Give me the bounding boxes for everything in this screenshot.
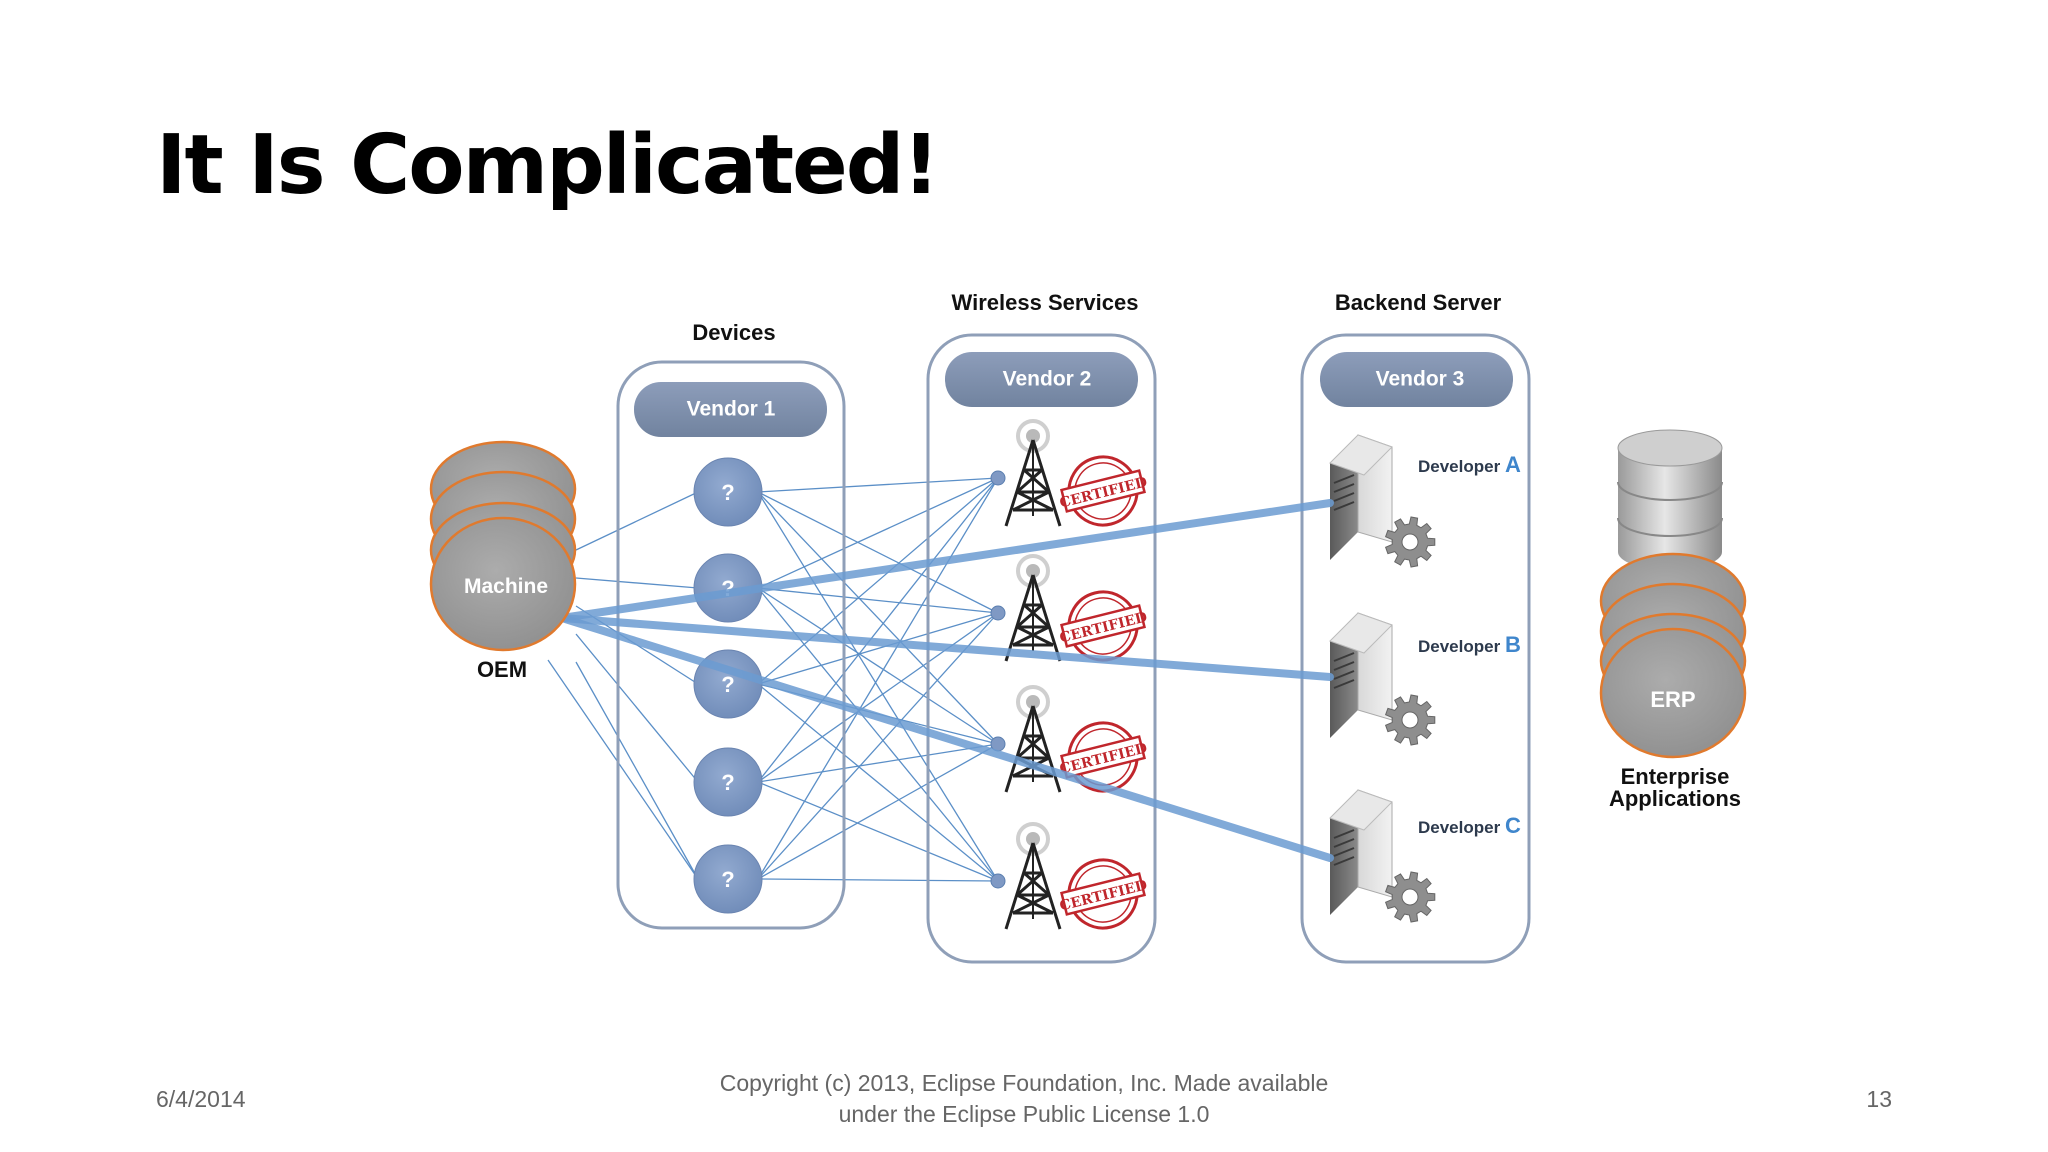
device-tower-link xyxy=(757,612,999,783)
database-icon xyxy=(1617,429,1723,570)
slide-title: It Is Complicated! xyxy=(156,118,940,213)
oem-device-link xyxy=(547,659,699,880)
oem-machine-stack: Machine OEM xyxy=(429,440,577,682)
devices-heading: Devices xyxy=(692,320,775,345)
wireless-heading: Wireless Services xyxy=(952,290,1139,315)
oem-caption: OEM xyxy=(477,657,527,682)
device-tower-link xyxy=(757,477,999,493)
enterprise-applications: ERP Enterprise Applications xyxy=(1599,429,1747,811)
oem-server-link xyxy=(558,499,1334,622)
oem-device-link xyxy=(575,577,699,589)
certified-stamp-icon: CERTIFIED xyxy=(1058,858,1149,930)
wireless-vendor-label: Vendor 2 xyxy=(1003,368,1092,391)
device-tower-link xyxy=(757,743,999,783)
developer-letter: C xyxy=(1505,813,1521,838)
footer-page-number: 13 xyxy=(1866,1086,1892,1112)
device-tower-link xyxy=(757,587,999,614)
thin-link-group xyxy=(547,477,999,882)
device-node: ? xyxy=(693,747,763,817)
machine-label: Machine xyxy=(464,575,548,598)
device-tower-link xyxy=(757,587,999,745)
cell-tower-icon xyxy=(990,419,1062,527)
device-tower-link xyxy=(757,477,999,880)
enterprise-caption-line1: Enterprise xyxy=(1621,764,1730,789)
certified-stamp-icon: CERTIFIED xyxy=(1058,455,1149,527)
cell-tower-icon xyxy=(990,822,1062,930)
server-gear-icon xyxy=(1329,789,1436,923)
device-node-label: ? xyxy=(721,867,734,892)
copyright-line-1: Copyright (c) 2013, Eclipse Foundation, … xyxy=(719,1070,1329,1096)
device-tower-link xyxy=(757,612,999,685)
device-tower-link xyxy=(757,477,999,783)
device-tower-link xyxy=(757,477,999,589)
devices-vendor-label: Vendor 1 xyxy=(687,398,776,421)
developer-letter: A xyxy=(1505,452,1521,477)
device-tower-link xyxy=(757,491,999,882)
developer-label: Developer B xyxy=(1418,632,1521,657)
thick-link-group xyxy=(558,499,1334,862)
oem-device-link xyxy=(575,661,699,880)
certified-stamp-icon: CERTIFIED xyxy=(1058,721,1149,793)
developer-label: Developer A xyxy=(1418,452,1521,477)
device-node-label: ? xyxy=(721,770,734,795)
erp-label: ERP xyxy=(1650,687,1695,712)
server-gear-icon xyxy=(1329,612,1436,746)
developer-letter: B xyxy=(1505,632,1521,657)
device-tower-link xyxy=(757,491,999,614)
devices-container: Vendor 1 Devices xyxy=(616,320,846,930)
enterprise-caption-line2: Applications xyxy=(1609,786,1741,811)
footer-copyright: Copyright (c) 2013, Eclipse Foundation, … xyxy=(624,1068,1424,1130)
device-node: ? xyxy=(693,844,763,914)
copyright-line-2: under the Eclipse Public License 1.0 xyxy=(838,1101,1210,1127)
oem-device-link xyxy=(575,633,699,783)
cell-tower-icon xyxy=(990,554,1062,662)
device-node-label: ? xyxy=(721,480,734,505)
developer-label: Developer C xyxy=(1418,813,1521,838)
device-tower-link xyxy=(757,683,999,882)
oem-server-link xyxy=(558,614,1334,681)
server-gear-icon xyxy=(1329,434,1436,568)
device-tower-link xyxy=(757,477,999,685)
device-tower-link xyxy=(757,491,999,745)
device-node: ? xyxy=(693,457,763,527)
oem-device-link xyxy=(575,491,699,551)
device-tower-link xyxy=(757,878,999,882)
backend-container: Vendor 3 Backend Server xyxy=(1300,290,1531,964)
oem-server-link xyxy=(558,614,1334,862)
device-tower-link xyxy=(757,781,999,882)
backend-vendor-label: Vendor 3 xyxy=(1376,368,1465,391)
footer-date: 6/4/2014 xyxy=(156,1086,246,1112)
cell-tower-icon xyxy=(990,685,1062,793)
device-node-label: ? xyxy=(721,672,734,697)
device-tower-link xyxy=(757,743,999,880)
device-tower-link xyxy=(757,612,999,880)
backend-heading: Backend Server xyxy=(1335,290,1502,315)
